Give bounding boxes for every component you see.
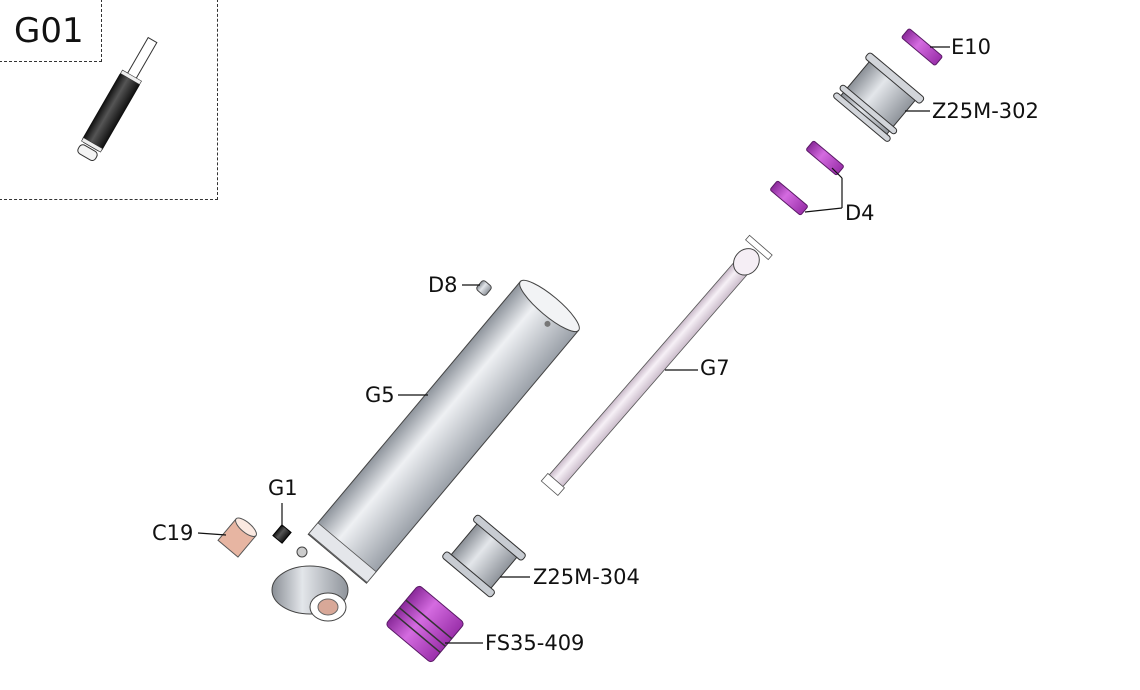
- part-C19[interactable]: [217, 515, 259, 558]
- part-E10[interactable]: [901, 28, 943, 66]
- assembly-code-box: G01: [0, 0, 102, 62]
- leader-lines: [197, 46, 950, 644]
- label-FS35-409: FS35-409: [485, 631, 585, 655]
- label-Z25M-304: Z25M-304: [533, 565, 640, 589]
- part-D8[interactable]: [476, 280, 493, 297]
- label-D8: D8: [428, 273, 458, 297]
- part-D4-a[interactable]: [806, 140, 844, 176]
- part-FS35-409[interactable]: [385, 585, 464, 663]
- inset-cylinder-icon: [77, 36, 158, 161]
- label-G7: G7: [700, 356, 730, 380]
- label-E10: E10: [951, 35, 991, 59]
- label-Z25M-302: Z25M-302: [932, 99, 1039, 123]
- part-Z25M-302[interactable]: [832, 52, 925, 143]
- assembly-inset-frame: [0, 0, 218, 200]
- label-G5: G5: [365, 383, 395, 407]
- assembly-code: G01: [14, 11, 84, 51]
- label-C19: C19: [152, 521, 194, 545]
- part-G5[interactable]: [307, 274, 585, 584]
- part-D4-b[interactable]: [770, 180, 808, 216]
- label-G1: G1: [268, 476, 298, 500]
- part-G1[interactable]: [272, 524, 292, 544]
- label-D4: D4: [845, 201, 875, 225]
- part-G5-eye[interactable]: [271, 546, 349, 622]
- part-Z25M-304[interactable]: [441, 514, 526, 598]
- part-G7[interactable]: [538, 234, 773, 498]
